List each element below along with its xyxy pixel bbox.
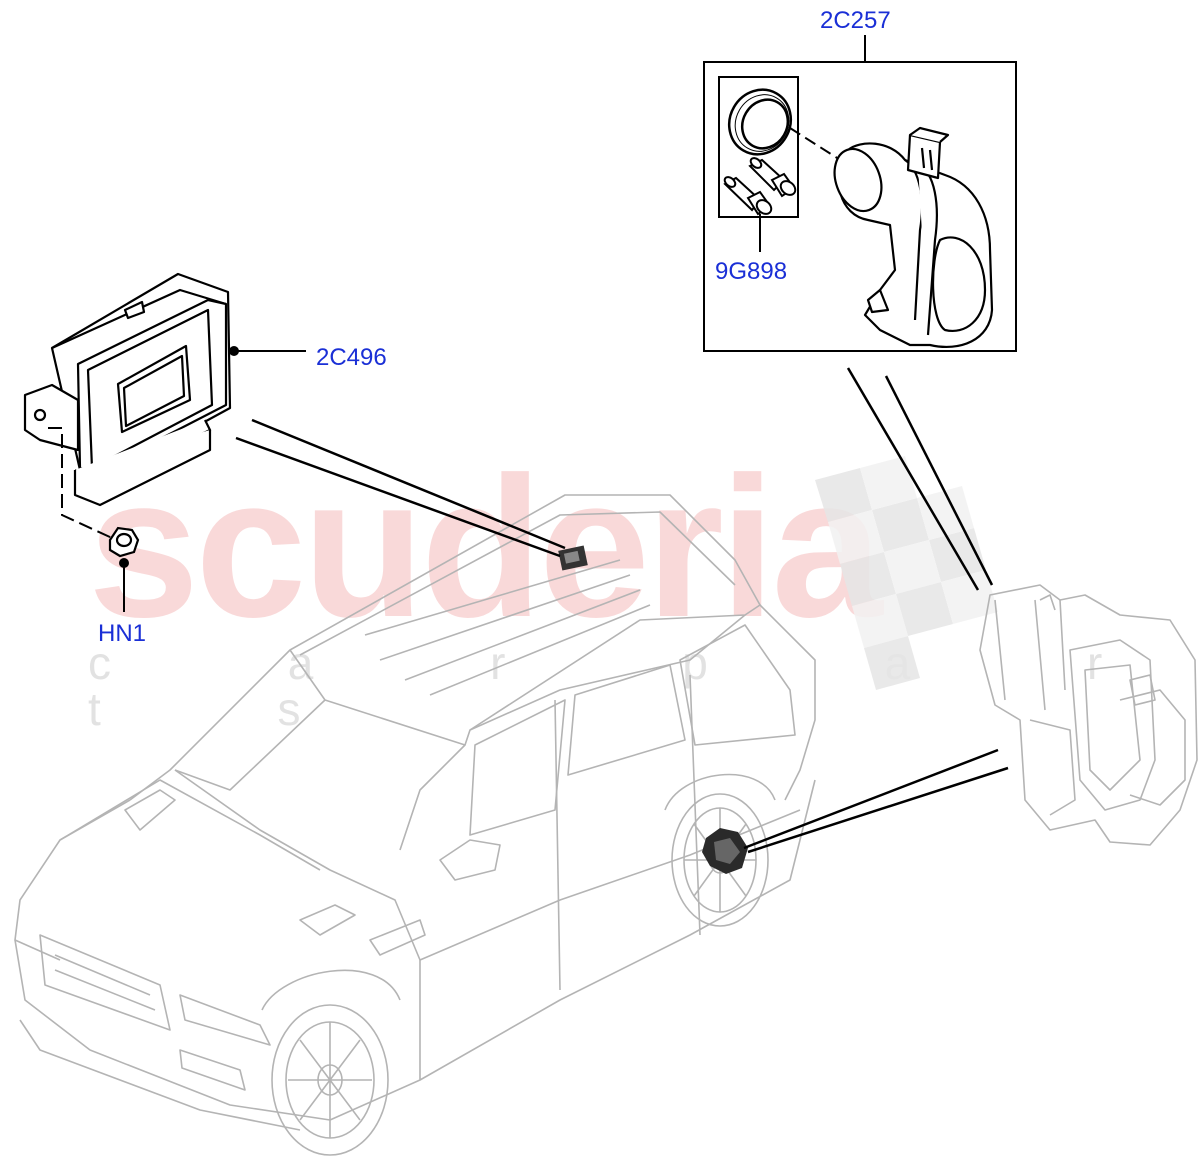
bolt-set-icon — [723, 157, 797, 216]
caliper-location-marker — [702, 828, 748, 874]
leader-lines — [235, 367, 1009, 854]
callout-9g898[interactable]: 9G898 — [715, 258, 788, 285]
nut-callout-leader — [119, 558, 129, 612]
brake-motor-actuator-icon — [833, 126, 994, 349]
flange-nut-icon — [108, 526, 140, 558]
brake-caliper-ghost — [979, 584, 1198, 846]
module-callout-leader — [229, 346, 306, 356]
assembly-dashline — [789, 127, 846, 164]
callout-2c257[interactable]: 2C257 — [820, 7, 891, 34]
checker-watermark — [815, 456, 998, 690]
parking-brake-control-module-icon — [23, 272, 232, 507]
brake-actuator-kit-box — [703, 35, 1017, 352]
callout-hn1[interactable]: HN1 — [98, 620, 147, 647]
module-location-marker — [558, 545, 588, 571]
vehicle-outline — [14, 494, 816, 1156]
callout-2c496[interactable]: 2C496 — [316, 344, 387, 371]
seal-ring-icon — [727, 88, 793, 156]
nut-assembly-dashline — [48, 427, 113, 539]
